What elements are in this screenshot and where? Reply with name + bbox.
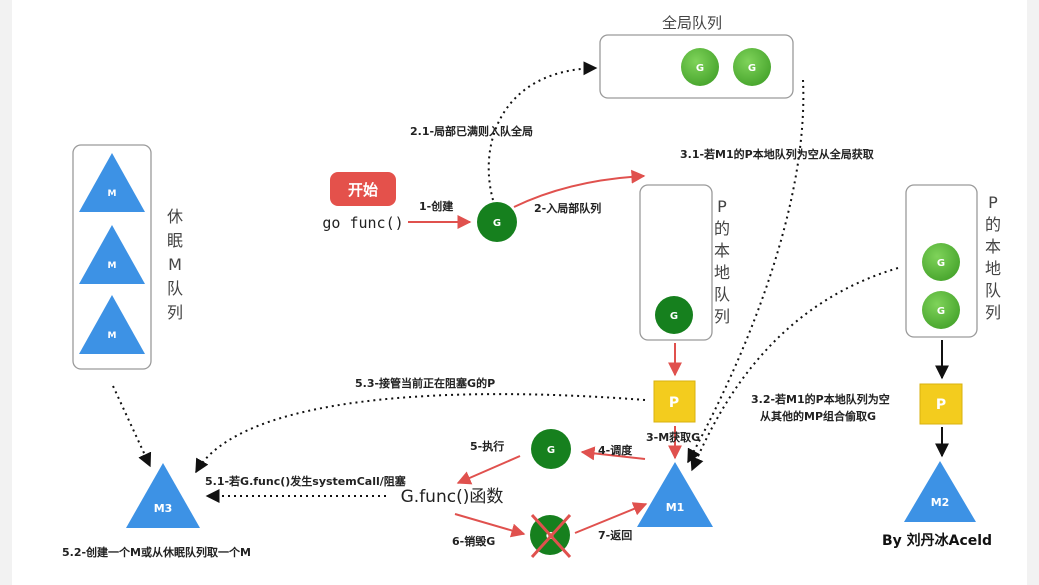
local-2-goroutine: G bbox=[922, 291, 960, 329]
svg-text:队: 队 bbox=[985, 281, 1001, 300]
svg-text:M2: M2 bbox=[931, 496, 950, 509]
destroyed-goroutine: G bbox=[530, 513, 572, 559]
label-steal-line2: 从其他的MP组合偷取G bbox=[760, 409, 876, 423]
svg-text:G: G bbox=[748, 63, 756, 74]
label-local-full: 2.1-局部已满则入队全局 bbox=[410, 124, 533, 138]
processor-p2: P bbox=[919, 383, 963, 425]
svg-text:列: 列 bbox=[167, 303, 183, 322]
new-goroutine: G bbox=[477, 202, 517, 242]
svg-text:P: P bbox=[669, 395, 679, 411]
svg-text:地: 地 bbox=[714, 263, 730, 282]
svg-text:本: 本 bbox=[985, 237, 1001, 256]
arrow-return bbox=[574, 502, 648, 534]
label-enqueue-local: 2-入局部队列 bbox=[534, 201, 601, 215]
arrow-sleep-to-m3 bbox=[112, 385, 152, 468]
label-local-empty-global: 3.1-若M1的P本地队列为空从全局获取 bbox=[680, 147, 874, 161]
local-queue-1-box bbox=[639, 184, 713, 341]
svg-text:G: G bbox=[493, 218, 501, 229]
local-2-goroutine: G bbox=[922, 243, 960, 281]
machine-m3: M3 bbox=[126, 463, 200, 528]
svg-text:休: 休 bbox=[167, 207, 183, 226]
arrow-schedule bbox=[580, 446, 646, 461]
label-m-get-g: 3-M获取G bbox=[646, 430, 700, 444]
arrow-steal bbox=[690, 267, 899, 472]
start-button: 开始 bbox=[330, 172, 396, 206]
svg-text:本: 本 bbox=[714, 241, 730, 260]
label-return: 7-返回 bbox=[598, 528, 632, 542]
svg-text:P: P bbox=[936, 397, 946, 413]
svg-text:地: 地 bbox=[985, 259, 1001, 278]
svg-text:G: G bbox=[696, 63, 704, 74]
go-func-label: go func() bbox=[322, 214, 403, 232]
label-schedule: 4-调度 bbox=[598, 443, 633, 457]
svg-text:队: 队 bbox=[167, 279, 183, 298]
arrow-global-to-m1 bbox=[687, 79, 805, 464]
svg-text:P: P bbox=[988, 193, 998, 212]
svg-text:M: M bbox=[108, 261, 117, 271]
sleep-queue-label: 休 眠 M 队 列 bbox=[167, 207, 183, 322]
svg-text:M1: M1 bbox=[666, 501, 685, 514]
svg-text:M: M bbox=[168, 255, 182, 274]
sleep-machine: M bbox=[79, 225, 145, 284]
local-queue-1-label: P 的 本 地 队 列 bbox=[714, 197, 730, 326]
svg-text:G: G bbox=[937, 306, 945, 317]
svg-text:的: 的 bbox=[985, 215, 1001, 234]
label-destroy: 6-销毁G bbox=[452, 534, 495, 548]
executing-goroutine: G bbox=[531, 429, 571, 469]
diagram-canvas bbox=[12, 0, 1027, 585]
svg-text:G: G bbox=[547, 445, 555, 456]
label-create-m: 5.2-创建一个M或从休眠队列取一个M bbox=[62, 545, 251, 559]
svg-text:眠: 眠 bbox=[167, 231, 183, 250]
global-goroutine: G bbox=[733, 48, 771, 86]
gfunc-label: G.func()函数 bbox=[401, 487, 504, 507]
label-steal-line1: 3.2-若M1的P本地队列为空 bbox=[751, 392, 890, 406]
svg-text:开始: 开始 bbox=[348, 181, 378, 199]
arrow-enqueue-local bbox=[513, 169, 646, 208]
sleep-machine: M bbox=[79, 153, 145, 212]
svg-text:M: M bbox=[108, 331, 117, 341]
svg-text:P: P bbox=[717, 197, 727, 216]
svg-text:列: 列 bbox=[985, 303, 1001, 322]
local-queue-2-label: P 的 本 地 队 列 bbox=[985, 193, 1001, 322]
label-syscall: 5.1-若G.func()发生systemCall/阻塞 bbox=[205, 474, 407, 488]
sleep-machine: M bbox=[79, 295, 145, 354]
arrow-takeover bbox=[195, 393, 646, 474]
svg-text:的: 的 bbox=[714, 219, 730, 238]
arrow-execute bbox=[456, 455, 521, 485]
label-execute: 5-执行 bbox=[470, 439, 504, 453]
local-1-goroutine: G bbox=[655, 296, 693, 334]
svg-text:M: M bbox=[108, 189, 117, 199]
svg-text:G: G bbox=[670, 311, 678, 322]
arrow-destroy bbox=[454, 513, 526, 538]
global-goroutine: G bbox=[681, 48, 719, 86]
svg-text:列: 列 bbox=[714, 307, 730, 326]
machine-m1: M1 bbox=[637, 462, 713, 527]
label-create: 1-创建 bbox=[419, 199, 454, 213]
author-credit: By 刘丹冰Aceld bbox=[882, 532, 992, 549]
svg-text:M3: M3 bbox=[154, 502, 173, 515]
processor-p1: P bbox=[653, 380, 696, 423]
global-queue-title: 全局队列 bbox=[662, 14, 722, 32]
svg-text:队: 队 bbox=[714, 285, 730, 304]
label-takeover: 5.3-接管当前正在阻塞G的P bbox=[355, 376, 495, 390]
svg-text:G: G bbox=[937, 258, 945, 269]
machine-m2: M2 bbox=[904, 461, 976, 522]
